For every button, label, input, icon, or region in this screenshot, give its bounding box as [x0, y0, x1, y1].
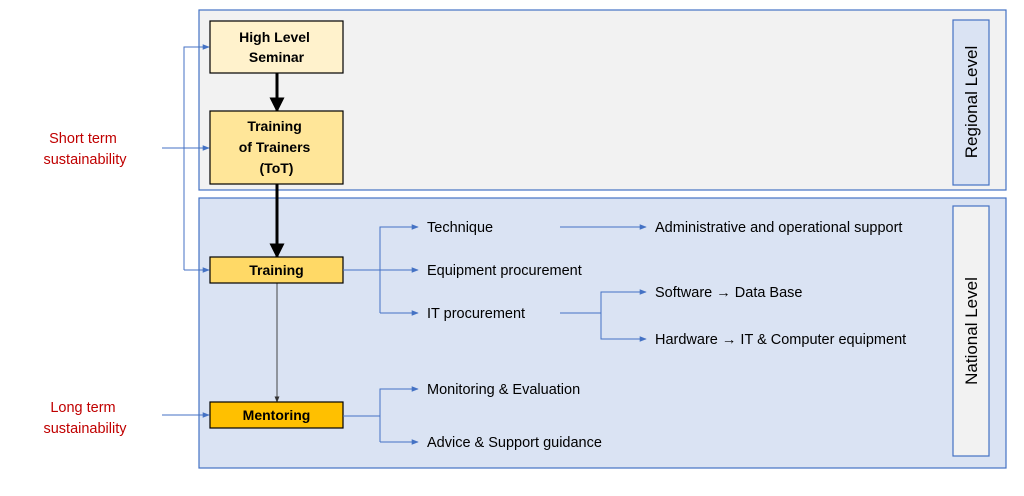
svg-text:Training: Training: [249, 262, 303, 278]
software-database-label: Software → Data Base: [655, 285, 803, 301]
long-term-label: Long term sustainability: [43, 400, 127, 437]
seminar-box: High Level Seminar: [209, 20, 344, 74]
svg-text:Mentoring: Mentoring: [243, 407, 311, 423]
training-branch-connectors: [343, 224, 647, 342]
regional-level-label-box: [952, 19, 990, 186]
monitoring-evaluation-label: Monitoring & Evaluation: [427, 382, 580, 398]
tot-box: Training of Trainers (ToT): [209, 110, 344, 185]
hardware-equipment-label: Hardware → IT & Computer equipment: [655, 332, 906, 348]
equipment-procurement-label: Equipment procurement: [427, 263, 582, 279]
svg-text:Training of Trainers: Training of Trainers (ToT): [239, 118, 314, 176]
svg-text:High Level Seminar: High Level Seminar: [239, 29, 314, 65]
advice-support-label: Advice & Support guidance: [427, 435, 602, 451]
technique-label: Technique: [427, 220, 493, 236]
administrative-support-label: Administrative and operational support: [655, 220, 902, 236]
short-term-label: Short term sustainability: [43, 131, 127, 168]
it-procurement-label: IT procurement: [427, 306, 525, 322]
mentoring-branch-connectors: [343, 386, 419, 445]
national-level-label: National Level: [962, 277, 981, 385]
mentoring-box: Mentoring: [209, 401, 344, 429]
training-box: Training: [209, 256, 344, 284]
regional-level-label: Regional Level: [962, 46, 981, 158]
short-term-connectors: [162, 44, 210, 273]
national-level-label-box: [952, 205, 990, 457]
